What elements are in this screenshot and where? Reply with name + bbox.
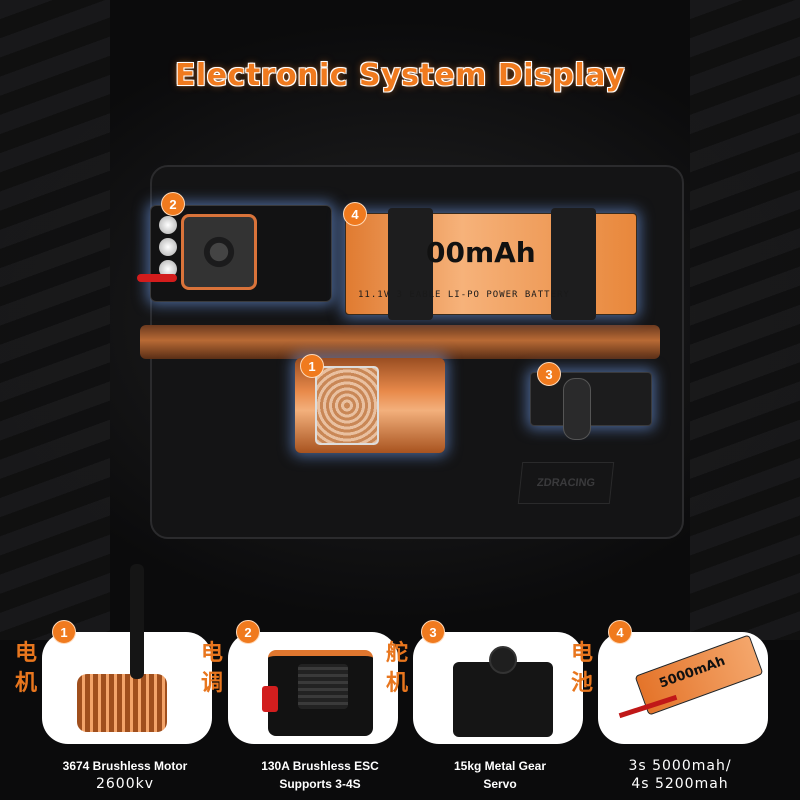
component-card-servo: 3 舵 机 (386, 620, 583, 744)
card-badge: 3 (421, 620, 445, 644)
caption-line: 3s 5000mah/ (628, 758, 732, 774)
brand-tag: ZDRACING (517, 462, 615, 504)
left-suspension (0, 0, 110, 640)
caption-esc: 130A Brushless ESC Supports 3-4S (225, 757, 415, 793)
battery-strap (551, 208, 596, 320)
card-cn-char: 电 (15, 641, 38, 666)
motor-fan (315, 366, 379, 445)
hero-battery: 00mAh 11.1V 3 EABLE LI-PO POWER BATTERY (345, 208, 637, 320)
caption-line: 2600kv (95, 776, 155, 792)
hero-esc (137, 205, 332, 302)
caption-line: 130A Brushless ESC (261, 759, 379, 773)
caption-line: 3674 Brushless Motor (62, 759, 188, 773)
esc-image (262, 650, 373, 736)
caption-motor: 3674 Brushless Motor 2600kv (30, 757, 220, 793)
card-cn-char: 机 (15, 671, 38, 696)
caption-servo: 15kg Metal Gear Servo (405, 757, 595, 793)
card-cn-char: 舵 (386, 641, 409, 666)
page-title: Electronic System Display (174, 58, 626, 93)
hero-badge-3: 3 (537, 362, 561, 386)
motor-image (77, 674, 167, 732)
card-badge: 2 (236, 620, 260, 644)
hero-badge-1: 1 (300, 354, 324, 378)
component-card-motor: 1 电 机 (15, 564, 212, 744)
battery-strap (388, 208, 433, 320)
card-cn-char: 电 (201, 641, 224, 666)
component-card-battery: 4 电 池 5000mAh (571, 620, 768, 744)
esc-red-wire (137, 274, 177, 282)
right-suspension (690, 0, 800, 640)
servo-image (453, 646, 553, 737)
motor-wire (130, 564, 144, 679)
caption-line: Supports 3-4S (279, 777, 361, 791)
battery-capacity: 00mAh (426, 236, 536, 269)
card-badge: 4 (608, 620, 632, 644)
component-card-esc: 2 电 调 (201, 620, 398, 744)
drive-shaft (140, 325, 660, 359)
hero-badge-2: 2 (161, 192, 185, 216)
caption-line: 15kg Metal Gear (453, 759, 547, 773)
caption-line: 4s 5200mah (631, 776, 729, 792)
card-badge: 1 (52, 620, 76, 644)
battery-label: 11.1V 3 EABLE LI-PO POWER BATTERY (358, 290, 570, 300)
servo-horn (563, 378, 591, 440)
card-cn-char: 池 (571, 671, 594, 696)
caption-line: Servo (483, 777, 517, 791)
card-cn-char: 电 (571, 641, 594, 666)
card-cn-char: 机 (386, 671, 409, 696)
hero-badge-4: 4 (343, 202, 367, 226)
esc-fan (181, 214, 257, 290)
caption-battery: 3s 5000mah/ 4s 5200mah (585, 757, 775, 793)
card-cn-char: 调 (201, 671, 224, 696)
